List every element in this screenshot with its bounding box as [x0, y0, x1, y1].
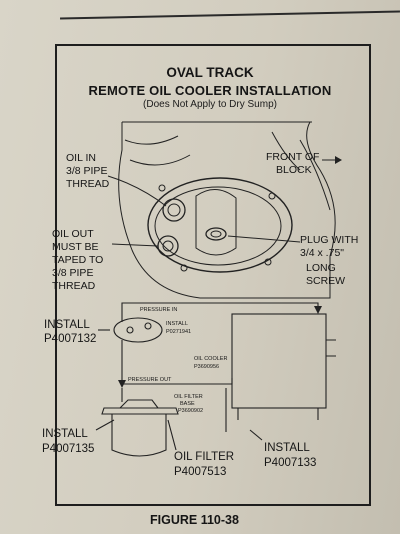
block-casting-left	[124, 135, 191, 166]
install-p0271941-label-1: INSTALL	[166, 321, 188, 327]
filter-base	[101, 407, 179, 415]
front-of-block-label-1: FRONT OF	[266, 151, 320, 163]
pressure-in-label: PRESSURE IN	[140, 307, 178, 313]
oil-out-label-3: TAPED TO	[52, 254, 104, 266]
figure-title-line2: REMOTE OIL COOLER INSTALLATION	[88, 83, 332, 98]
adapter-plate	[113, 317, 163, 343]
filter-base-label-2: BASE	[180, 401, 195, 407]
plug-label-4: SCREW	[306, 275, 346, 287]
figure-title-line1: OVAL TRACK	[166, 65, 254, 80]
oil-in-label-2: 3/8 PIPE	[66, 165, 108, 177]
plug-label-1: PLUG WITH	[300, 234, 359, 246]
oil-out-label-2: MUST BE	[52, 241, 99, 253]
install-p0271941-label-2: P0271941	[166, 329, 192, 335]
oil-cooler-label-2: P3690956	[194, 364, 220, 370]
install-p4007135-label-1: INSTALL	[42, 428, 88, 440]
oil-cooler-body	[231, 313, 327, 409]
oil-in-label-1: OIL IN	[66, 152, 96, 164]
install-p4007133-label-2: P4007133	[264, 457, 317, 469]
engine-block-outline	[118, 121, 336, 299]
filter-mount-pad	[147, 177, 293, 273]
oil-filter-label-1: OIL FILTER	[174, 451, 235, 463]
center-boss	[195, 189, 237, 256]
plug-label-3: LONG	[306, 262, 336, 274]
oil-filter-label-2: P4007513	[174, 466, 227, 478]
figure-frame	[55, 44, 371, 506]
figure-caption: FIGURE 110-38	[150, 513, 239, 527]
pressure-out-label: PRESSURE OUT	[128, 377, 172, 383]
figure-subtitle: (Does Not Apply to Dry Sump)	[143, 99, 277, 110]
oil-cooler-label-1: OIL COOLER	[194, 356, 228, 362]
filter-base-label-3: P3690902	[178, 408, 204, 414]
block-casting-right	[271, 131, 331, 211]
center-plug	[205, 227, 227, 241]
filter-base-label-1: OIL FILTER	[174, 394, 203, 400]
install-p4007132-label-1: INSTALL	[44, 319, 90, 331]
oil-in-label-3: THREAD	[66, 178, 110, 190]
oil-out-label-5: THREAD	[52, 280, 96, 292]
install-p4007133-label-1: INSTALL	[264, 442, 310, 454]
filter-mount-pad-inner	[154, 186, 282, 266]
oil-filter-canister	[111, 414, 167, 457]
install-p4007135-label-2: P4007135	[42, 443, 95, 455]
oil-in-port	[162, 198, 186, 222]
plug-label-2: 3/4 x .75"	[300, 247, 345, 259]
oil-out-label-1: OIL OUT	[52, 228, 94, 240]
oil-out-port	[157, 235, 179, 257]
front-of-block-label-2: BLOCK	[276, 164, 312, 176]
oil-out-label-4: 3/8 PIPE	[52, 267, 94, 279]
install-p4007132-label-2: P4007132	[44, 333, 97, 345]
